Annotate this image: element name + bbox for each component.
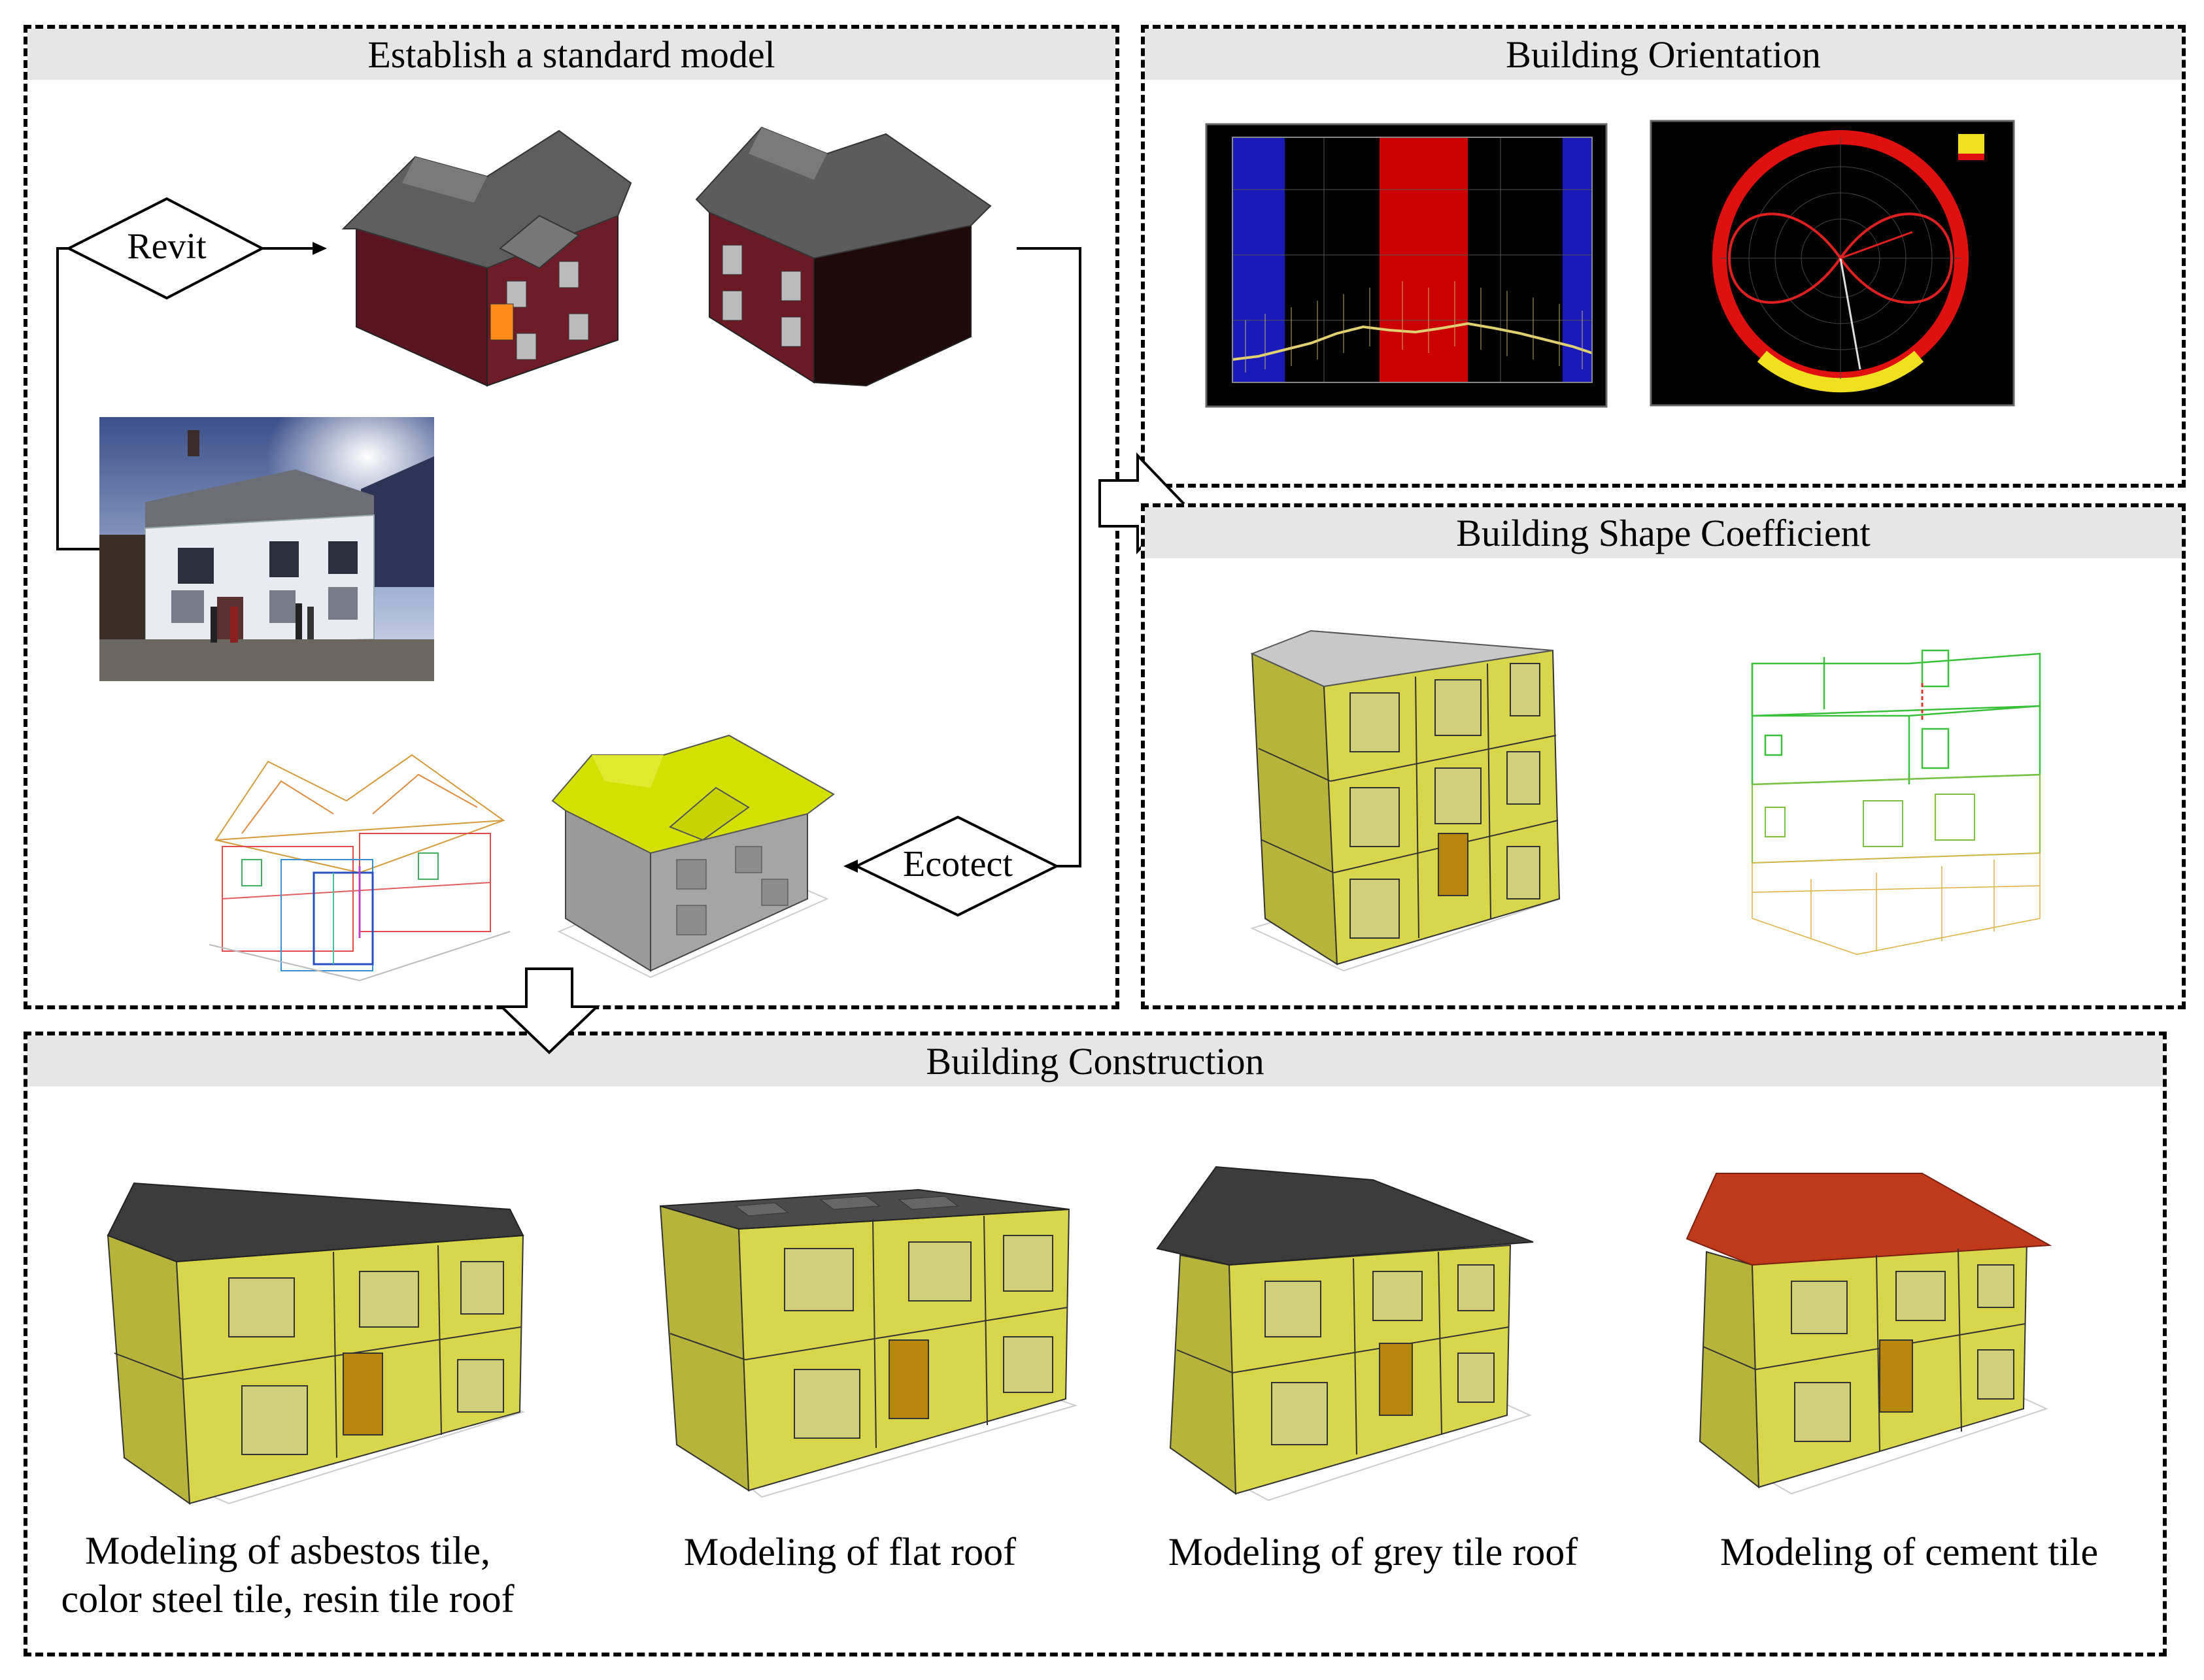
revit-model-front-view [341,129,632,387]
ecotect-label: Ecotect [903,844,1013,884]
caption-cement-tile: Modeling of cement tile [1720,1530,2099,1573]
flat-roof-model [659,1188,1078,1498]
flow-arrow-down [498,967,600,1054]
caption-asbestos-line1: Modeling of asbestos tile, [85,1529,490,1572]
caption-flat-roof: Modeling of flat roof [683,1530,1017,1573]
three-storey-wireframe [1751,649,2041,955]
caption-grey-tile-roof: Modeling of grey tile roof [1168,1530,1578,1573]
ecotect-diamond-shape [853,815,1060,917]
cement-tile-model [1686,1173,2052,1495]
optimum-orientation-chart [1650,120,2015,407]
panel-title: Building Construction [27,1035,2163,1086]
grey-tile-roof-model [1156,1166,1534,1502]
ecotect-model [551,734,835,979]
real-house-photo [99,417,434,681]
panel-title: Building Orientation [1145,29,2182,80]
panel-title: Building Shape Coefficient [1145,507,2182,558]
asbestos-tile-model [107,1182,525,1505]
revit-model-back-view [695,126,992,387]
revit-label: Revit [127,226,207,267]
wireframe-house-model [209,754,511,982]
panel-title: Establish a standard model [27,29,1115,80]
solar-radiation-chart [1205,123,1608,408]
caption-asbestos-line2: color steel tile, resin tile roof [61,1577,515,1621]
three-storey-model [1250,630,1561,972]
